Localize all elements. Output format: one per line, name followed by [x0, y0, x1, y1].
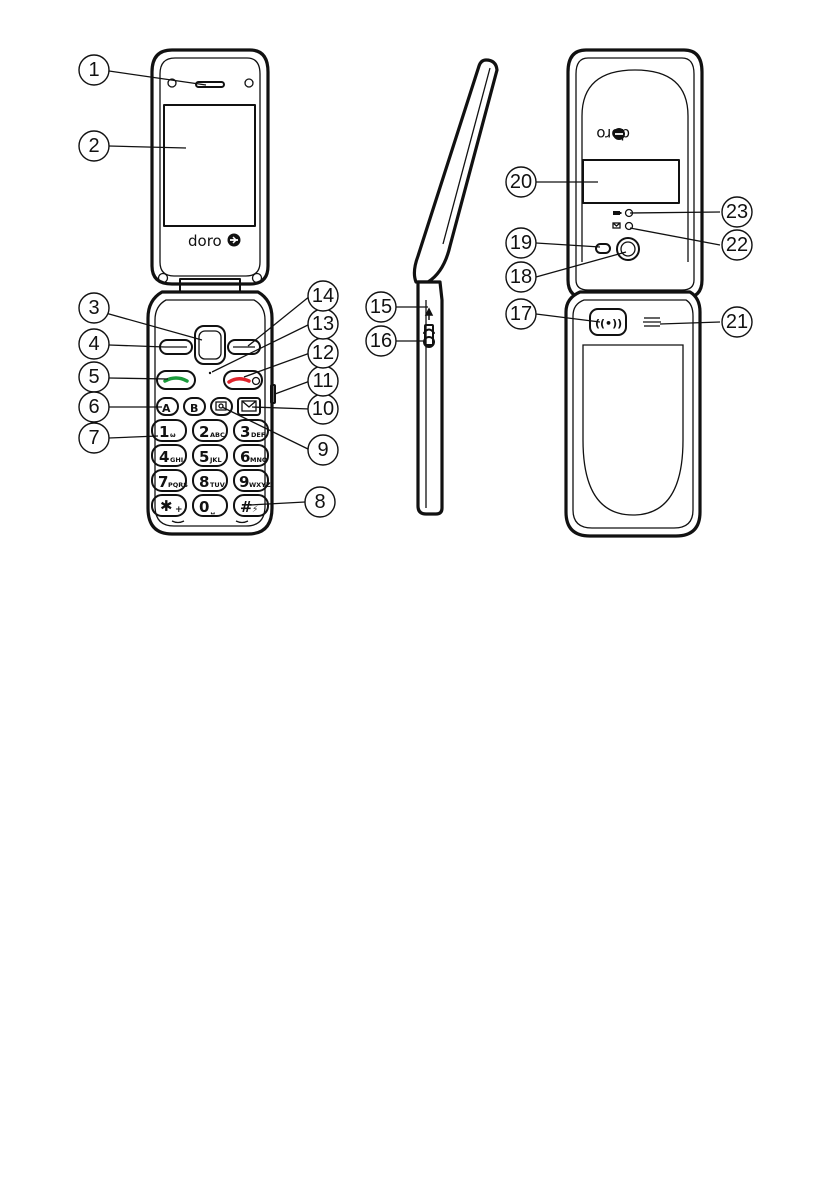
svg-text:16: 16	[370, 330, 392, 352]
svg-text:13: 13	[312, 313, 334, 335]
doro-logo-icon	[613, 128, 625, 140]
key-8-sub: TUV	[210, 481, 225, 489]
key-a-label: A	[162, 402, 171, 415]
key-1-sub: ω	[170, 431, 176, 439]
callout-8: 8	[305, 487, 335, 517]
svg-text:14: 14	[312, 285, 334, 307]
front-view: doro A B	[148, 50, 275, 534]
svg-text:20: 20	[510, 171, 532, 193]
svg-text:11: 11	[313, 370, 334, 392]
callout-20: 20	[506, 167, 536, 197]
key-star-digit: ✱	[160, 497, 173, 515]
key-7-digit: 7	[158, 473, 168, 491]
callout-3: 3	[79, 293, 109, 323]
key-6-digit: 6	[240, 448, 250, 466]
side-view	[414, 60, 497, 514]
callout-13: 13	[308, 309, 338, 339]
key-5-digit: 5	[199, 448, 209, 466]
callout-10: 10	[308, 394, 338, 424]
back-view: doro ((•))	[566, 50, 702, 536]
callout-1: 1	[79, 55, 109, 85]
key-3-sub: DEF	[251, 431, 265, 439]
svg-text:19: 19	[510, 232, 532, 254]
key-0-sub: ⎵	[210, 505, 215, 515]
svg-text:8: 8	[314, 491, 325, 513]
callout-16: 16	[366, 326, 396, 356]
microphone	[209, 372, 211, 374]
key-2-sub: ABC	[210, 431, 225, 439]
svg-text:2: 2	[88, 135, 99, 157]
svg-text:12: 12	[312, 342, 334, 364]
svg-text:17: 17	[510, 303, 532, 325]
back-upper-shell	[568, 50, 702, 298]
svg-text:9: 9	[317, 439, 328, 461]
callout-6: 6	[79, 392, 109, 422]
key-6-sub: MNO	[250, 456, 268, 464]
svg-text:18: 18	[510, 266, 532, 288]
svg-text:10: 10	[312, 398, 334, 420]
key-3-digit: 3	[240, 423, 250, 441]
back-lower-shell	[566, 292, 700, 536]
svg-text:3: 3	[88, 297, 99, 319]
svg-text:21: 21	[726, 311, 748, 333]
key-0-digit: 0	[199, 498, 209, 516]
key-8-digit: 8	[199, 473, 209, 491]
side-lower-body	[418, 282, 442, 514]
key-4-sub: GHI	[170, 456, 183, 464]
callout-7: 7	[79, 423, 109, 453]
key-9-digit: 9	[239, 473, 249, 491]
callout-2: 2	[79, 131, 109, 161]
callout-15: 15	[366, 292, 396, 322]
callout-23: 23	[722, 197, 752, 227]
callout-18: 18	[506, 262, 536, 292]
doro-logo-icon	[228, 234, 241, 247]
key-9-sub: WXYZ	[249, 481, 271, 489]
callout-9: 9	[308, 435, 338, 465]
callout-22: 22	[722, 230, 752, 260]
sos-icon: ((•))	[595, 317, 622, 330]
key-hash-sub: ⚡	[252, 505, 258, 515]
svg-text:23: 23	[726, 201, 748, 223]
key-hash-digit: #	[240, 498, 253, 516]
callout-5: 5	[79, 362, 109, 392]
callout-11: 11	[308, 366, 338, 396]
svg-text:15: 15	[370, 296, 392, 318]
callout-4: 4	[79, 329, 109, 359]
front-brand-text: doro	[188, 232, 222, 250]
callout-14: 14	[308, 281, 338, 311]
svg-text:7: 7	[88, 427, 99, 449]
svg-text:6: 6	[88, 396, 99, 418]
svg-text:4: 4	[88, 333, 99, 355]
svg-text:5: 5	[88, 366, 99, 388]
key-7-sub: PQRS	[168, 481, 188, 489]
callout-19: 19	[506, 228, 536, 258]
callout-21: 21	[722, 307, 752, 337]
side-upper-flap	[414, 60, 497, 282]
key-4-digit: 4	[159, 448, 169, 466]
callout-12: 12	[308, 338, 338, 368]
leader-11	[275, 381, 310, 394]
svg-text:1: 1	[88, 59, 99, 81]
key-1-digit: 1	[159, 423, 169, 441]
key-b-label: B	[190, 402, 198, 415]
key-2-digit: 2	[199, 423, 209, 441]
key-5-sub: JKL	[209, 456, 222, 464]
key-star-sub: +	[175, 505, 183, 515]
svg-text:22: 22	[726, 234, 748, 256]
callout-17: 17	[506, 299, 536, 329]
